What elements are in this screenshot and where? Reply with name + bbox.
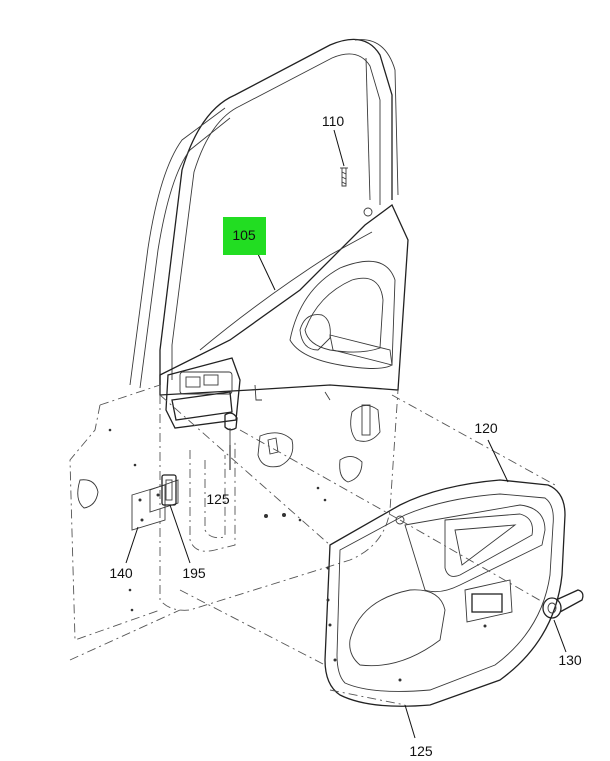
callout-105: 105 (232, 227, 256, 243)
hinge-bracket (131, 474, 179, 531)
window-switch-module (165, 357, 241, 429)
callout-195: 195 (182, 565, 206, 581)
callout-120: 120 (474, 420, 498, 436)
callout-105-highlight (223, 217, 266, 255)
callout-110: 110 (322, 113, 345, 129)
projection-lines (69, 394, 556, 706)
callouts: 105 110 120 125 125 130 140 195 (109, 113, 582, 759)
clip-125-upper (224, 412, 238, 445)
screw-110 (340, 167, 348, 187)
callout-125-upper: 125 (206, 491, 230, 507)
callout-leaders (125, 129, 567, 739)
callout-130: 130 (558, 652, 582, 668)
callout-140: 140 (109, 565, 133, 581)
door-inner-shell (69, 384, 399, 641)
window-frame (129, 38, 399, 389)
callout-125-lower: 125 (409, 743, 433, 759)
lower-door-trim-panel (324, 479, 566, 707)
window-crank-handle-130 (542, 589, 584, 619)
upper-door-trim-panel (159, 204, 409, 396)
